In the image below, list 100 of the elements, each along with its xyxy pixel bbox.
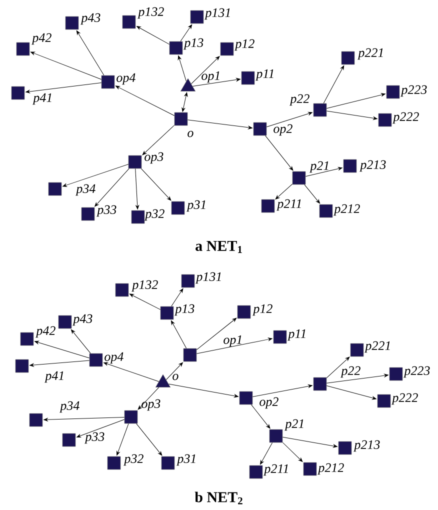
node-label: p223 <box>400 85 427 97</box>
node-label: p213 <box>353 440 380 452</box>
node-label: p34 <box>75 184 96 196</box>
node-label: p33 <box>96 205 116 217</box>
node-label: op4 <box>116 73 136 85</box>
node-label: p21 <box>284 419 304 431</box>
arrow <box>142 125 175 156</box>
arrow <box>192 78 240 87</box>
arrow <box>275 184 293 200</box>
arrow <box>326 356 350 378</box>
arrow <box>282 436 338 448</box>
node-label: p11 <box>255 69 274 81</box>
arrow <box>191 56 220 84</box>
arrow <box>260 442 273 465</box>
node-label: p131 <box>195 272 221 284</box>
arrow <box>62 164 129 187</box>
node-label: p222 <box>391 393 418 405</box>
arrow <box>252 384 312 397</box>
arrow <box>326 93 386 109</box>
arrow <box>130 294 161 310</box>
arrow <box>282 442 303 462</box>
node-label: p31 <box>176 454 196 466</box>
node-label: p42 <box>31 33 52 45</box>
node-label: p12 <box>252 304 272 316</box>
arrow <box>323 65 344 104</box>
arrow <box>251 404 270 429</box>
arrow <box>141 168 172 201</box>
node-label: op3 <box>144 152 164 164</box>
node-label: p12 <box>234 39 254 51</box>
arrow <box>70 329 91 354</box>
figure-caption: a NET$_{1}$ <box>196 241 242 253</box>
arrow <box>44 416 125 422</box>
arrow <box>180 24 192 42</box>
node-label: p213 <box>359 160 386 172</box>
node-label: p132 <box>137 7 164 19</box>
node-label: p132 <box>131 280 158 292</box>
node-label: op2 <box>260 397 278 409</box>
arrow <box>305 167 342 177</box>
node-label: p13 <box>183 38 204 50</box>
node-label: p11 <box>287 329 306 341</box>
arrow <box>265 135 294 171</box>
arrow <box>30 52 102 80</box>
arrow <box>76 30 104 76</box>
node-label: p34 <box>59 401 80 413</box>
node-label: p21 <box>309 161 328 173</box>
node-label: o <box>172 374 178 380</box>
arrow <box>104 362 159 382</box>
node-label: p13 <box>174 304 194 316</box>
arrow <box>187 120 252 130</box>
node-label: p43 <box>80 13 100 25</box>
arrow <box>76 419 125 438</box>
node-label: p131 <box>204 8 230 20</box>
arrow <box>178 56 186 82</box>
node-label: p22 <box>289 94 310 106</box>
node-label: p32 <box>123 454 144 466</box>
arrow <box>326 110 378 120</box>
node-label: p31 <box>186 200 206 212</box>
arrow <box>30 360 90 367</box>
node-label: p32 <box>144 209 164 221</box>
node-label: op1 <box>202 71 220 83</box>
arrow <box>326 386 376 400</box>
arrow <box>138 387 160 410</box>
node-label: p212 <box>333 204 360 216</box>
node-label: p33 <box>84 432 104 444</box>
arrow <box>135 168 140 210</box>
node-label: op1 <box>224 335 242 347</box>
arrow <box>166 362 183 380</box>
arrow <box>168 384 238 398</box>
node-label: p41 <box>44 371 64 383</box>
arrow <box>182 92 188 112</box>
arrow <box>26 82 102 94</box>
node-label: op2 <box>274 124 292 136</box>
arrow <box>304 184 320 204</box>
arrow <box>196 338 272 354</box>
arrow <box>171 288 184 307</box>
arrow <box>196 318 237 350</box>
arrow <box>136 423 162 456</box>
arrow <box>326 374 388 384</box>
node-label: p221 <box>357 48 383 60</box>
node-label: p41 <box>32 93 52 105</box>
node-label: p43 <box>72 314 92 326</box>
arrow <box>136 26 170 45</box>
arrow <box>116 423 129 456</box>
node-label: p42 <box>35 326 56 338</box>
node-label: p212 <box>317 463 344 475</box>
arrow <box>116 86 175 116</box>
node-label: p22 <box>340 366 360 378</box>
arrow <box>94 168 130 207</box>
node-label: p211 <box>263 464 288 476</box>
node-label: o <box>188 130 194 138</box>
node-label: p221 <box>364 341 390 353</box>
node-label: op3 <box>142 399 160 411</box>
node-label: op4 <box>104 352 124 364</box>
arrow <box>170 320 187 349</box>
node-label: p222 <box>392 112 419 124</box>
node-label: p223 <box>403 366 430 378</box>
arrow <box>34 340 90 358</box>
figure-caption: b NET$_{2}$ <box>194 492 242 504</box>
arrow <box>266 112 312 128</box>
node-label: p211 <box>276 199 301 211</box>
